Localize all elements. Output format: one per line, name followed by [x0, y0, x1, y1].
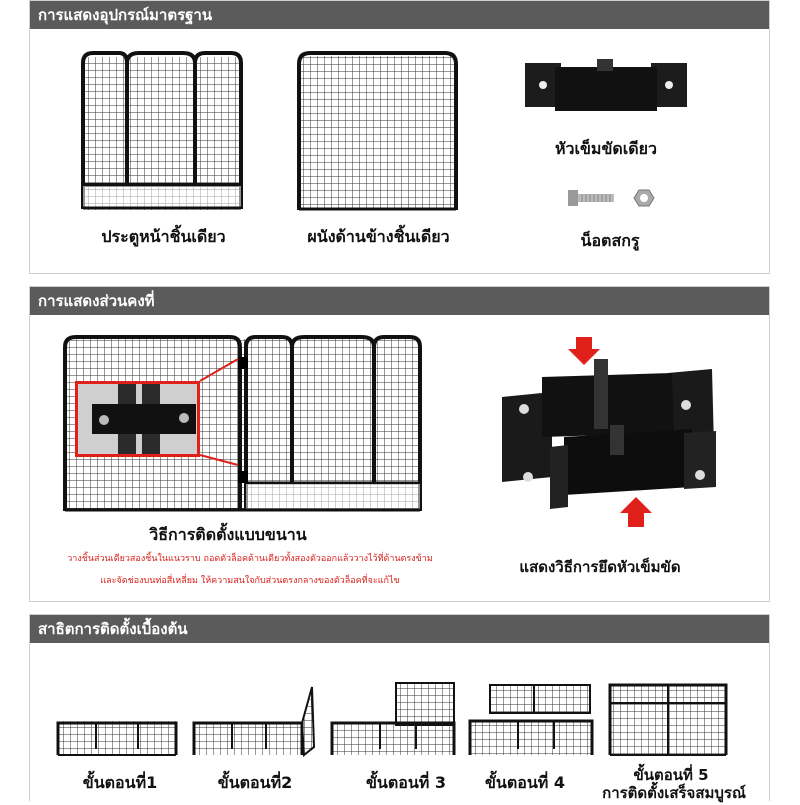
bolt-nut-icon — [568, 189, 655, 207]
step-5-sublabel: การติดตั้งเสร็จสมบูรณ์ — [602, 784, 746, 802]
install-note-line2: และจัดช่องบนท่อสี่เหลี่ยม ให้ความสนใจกับ… — [100, 576, 400, 586]
step-3-image — [330, 682, 456, 755]
step-5-image — [608, 683, 728, 756]
zoom-pointer-lines — [199, 358, 239, 466]
wall-panel-icon — [297, 51, 458, 211]
step-1-image — [56, 721, 178, 756]
buckle-fix-caption: แสดงวิธีการยึดหัวเข็มขัด — [519, 558, 681, 576]
gate-panel-label: ประตูหน้าชิ้นเดียว — [101, 227, 226, 246]
install-note-line1: วางชิ้นส่วนเดียวสองชิ้นในแนวราบ ถอดตัวล็… — [67, 554, 433, 564]
section-title: การแสดงอุปกรณ์มาตรฐาน — [30, 1, 769, 29]
wall-panel-label: ผนังด้านข้างชิ้นเดียว — [307, 227, 450, 246]
step-3-label: ขั้นตอนที่ 3 — [365, 773, 447, 792]
step-4-label: ขั้นตอนที่ 4 — [484, 773, 566, 792]
basic-install-demo-section: สาธิตการติดตั้งเบื้องต้น ขั้นตอนที่1 ขั้… — [29, 614, 770, 802]
bolt-nut-label: น็อตสกรู — [580, 231, 640, 250]
buckle-clip-label: หัวเข็มขัดเดียว — [554, 139, 658, 158]
step-5-label: ขั้นตอนที่ 5 — [633, 766, 709, 784]
step-1-label: ขั้นตอนที่1 — [82, 773, 158, 792]
fixed-parts-section: การแสดงส่วนคงที่ วิธีการติดตั้งแบบขนาน ว… — [29, 286, 770, 602]
standard-equipment-section: การแสดงอุปกรณ์มาตรฐาน ประตูหน้าชิ้นเดียว… — [29, 0, 770, 274]
step-4-image — [468, 684, 594, 755]
step-2-label: ขั้นตอนที่2 — [217, 773, 293, 792]
buckle-assembly-diagram — [502, 337, 716, 527]
buckle-zoom-inset — [75, 381, 200, 457]
buckle-clip-icon — [525, 59, 687, 111]
section-title: สาธิตการติดตั้งเบื้องต้น — [30, 615, 769, 643]
install-method-title: วิธีการติดตั้งแบบขนาน — [149, 525, 307, 544]
step-2-image — [192, 686, 316, 757]
section-title: การแสดงส่วนคงที่ — [30, 287, 769, 315]
gate-panel-icon — [81, 51, 243, 210]
